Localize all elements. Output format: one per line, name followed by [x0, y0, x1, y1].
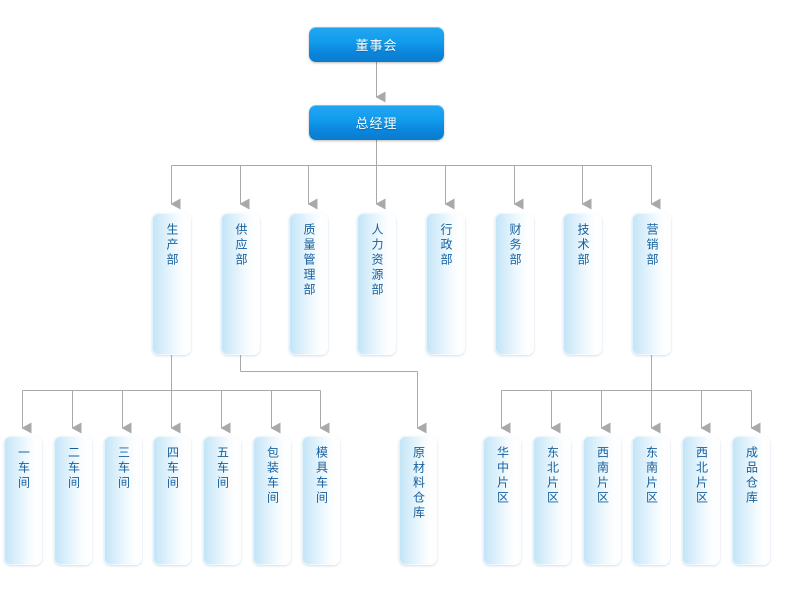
node-label: 生产部 [165, 223, 179, 268]
node-department-quality-management[interactable]: 质量管理部 [289, 213, 328, 355]
node-department-technology[interactable]: 技术部 [563, 213, 602, 355]
node-finished-goods-warehouse[interactable]: 成品仓库 [732, 436, 770, 565]
node-label: 董事会 [355, 39, 398, 54]
node-label: 西南片区 [595, 446, 610, 506]
node-department-human-resources[interactable]: 人力资源部 [357, 213, 396, 355]
node-workshop-4[interactable]: 四车间 [153, 436, 191, 565]
node-label: 质量管理部 [302, 223, 316, 298]
node-label: 西北片区 [694, 446, 709, 506]
node-label: 华中片区 [495, 446, 510, 506]
node-department-finance[interactable]: 财务部 [495, 213, 534, 355]
node-region-central-china[interactable]: 华中片区 [483, 436, 521, 565]
node-workshop-5[interactable]: 五车间 [203, 436, 241, 565]
node-label: 四车间 [165, 446, 180, 491]
node-region-southeast[interactable]: 东南片区 [632, 436, 670, 565]
node-label: 一车间 [16, 446, 31, 491]
node-label: 二车间 [66, 446, 81, 491]
node-general-manager[interactable]: 总经理 [309, 105, 444, 140]
node-label: 人力资源部 [370, 223, 384, 298]
node-workshop-1[interactable]: 一车间 [4, 436, 42, 565]
node-label: 包装车间 [265, 446, 280, 506]
node-board-of-directors[interactable]: 董事会 [309, 27, 444, 62]
node-label: 东北片区 [545, 446, 560, 506]
node-label: 成品仓库 [744, 446, 759, 506]
node-label: 原材料仓库 [411, 446, 426, 521]
node-label: 营销部 [645, 223, 659, 268]
node-workshop-mould[interactable]: 模具车间 [302, 436, 340, 565]
node-raw-material-warehouse[interactable]: 原材料仓库 [399, 436, 437, 565]
node-region-northwest[interactable]: 西北片区 [682, 436, 720, 565]
node-department-supply[interactable]: 供应部 [221, 213, 260, 355]
node-department-production[interactable]: 生产部 [152, 213, 191, 355]
node-label: 总经理 [355, 117, 398, 132]
node-label: 行政部 [439, 223, 453, 268]
node-region-northeast[interactable]: 东北片区 [533, 436, 571, 565]
node-label: 三车间 [116, 446, 131, 491]
node-department-administration[interactable]: 行政部 [426, 213, 465, 355]
node-workshop-packaging[interactable]: 包装车间 [253, 436, 291, 565]
node-label: 财务部 [508, 223, 522, 268]
node-label: 供应部 [234, 223, 248, 268]
node-label: 东南片区 [644, 446, 659, 506]
node-label: 技术部 [576, 223, 590, 268]
node-department-marketing[interactable]: 营销部 [632, 213, 671, 355]
node-workshop-3[interactable]: 三车间 [104, 436, 142, 565]
node-region-southwest[interactable]: 西南片区 [583, 436, 621, 565]
node-workshop-2[interactable]: 二车间 [54, 436, 92, 565]
node-label: 五车间 [215, 446, 230, 491]
node-label: 模具车间 [314, 446, 329, 506]
